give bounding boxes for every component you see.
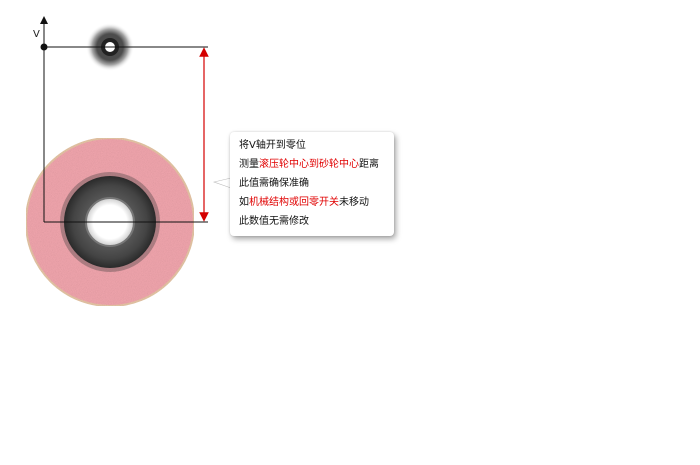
note-line-4-highlight: 机械结构或回零开关 — [249, 197, 339, 208]
note-line-3: 此值需确保准确 — [239, 178, 309, 189]
note-line-2: 测量滚压轮中心到砂轮中心距离 — [239, 155, 394, 174]
note-line-2-prefix: 测量 — [239, 159, 259, 170]
note-line-2-highlight: 滚压轮中心到砂轮中心 — [259, 159, 359, 170]
note-line-5: 此数值无需修改 — [239, 216, 309, 227]
callout-note: 将V轴开到零位 测量滚压轮中心到砂轮中心距离 此值需确保准确 如机械结构或回零开… — [230, 132, 394, 236]
note-line-1: 将V轴开到零位 — [239, 140, 306, 151]
note-line-4: 如机械结构或回零开关未移动 — [239, 193, 394, 212]
callout-pointer — [212, 177, 232, 189]
note-line-2-suffix: 距离 — [359, 159, 379, 170]
note-line-4-prefix: 如 — [239, 197, 249, 208]
v-axis-label: V — [33, 29, 40, 40]
note-line-4-suffix: 未移动 — [339, 197, 369, 208]
